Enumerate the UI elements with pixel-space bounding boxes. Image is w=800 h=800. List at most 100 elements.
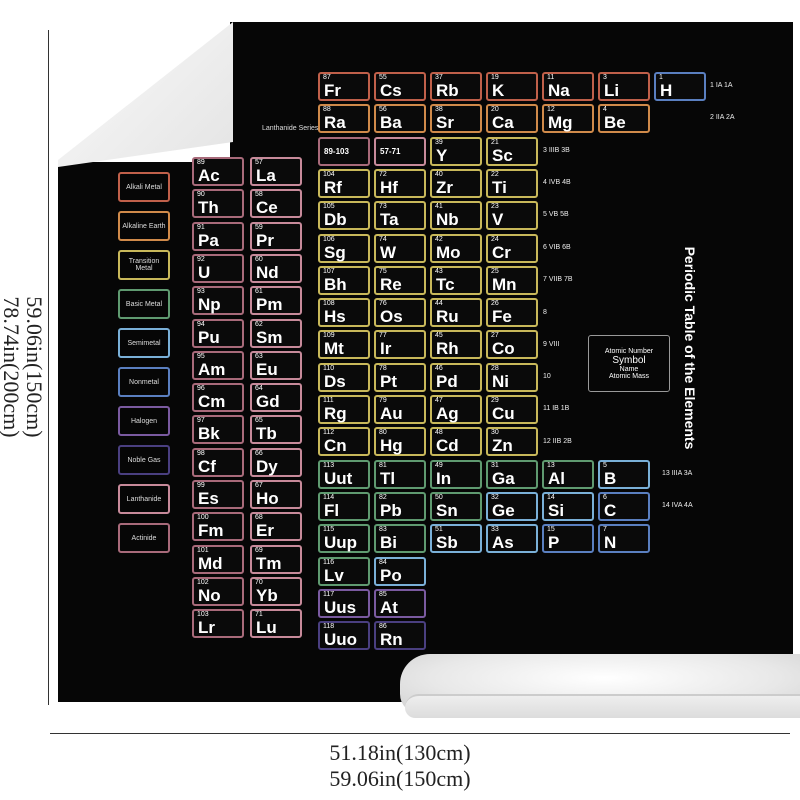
width-dimension-2: 59.06in(150cm)	[329, 766, 471, 791]
element-symbol: Lr	[198, 618, 215, 638]
element-symbol: Pu	[198, 327, 220, 347]
element-symbol: Cd	[436, 436, 459, 456]
atomic-number: 46	[435, 364, 443, 372]
element-symbol: Fe	[492, 307, 512, 327]
atomic-number: 105	[323, 203, 335, 211]
element-symbol: Fm	[198, 521, 224, 541]
atomic-number: 68	[255, 514, 263, 522]
element-symbol: Po	[380, 565, 402, 585]
atomic-number: 30	[491, 429, 499, 437]
legend-item: Lanthanide	[118, 484, 170, 514]
atomic-number: 76	[379, 300, 387, 308]
atomic-number: 7	[603, 526, 607, 534]
element-symbol: Zr	[436, 177, 453, 197]
element-symbol: Sg	[324, 242, 346, 262]
atomic-number: 83	[379, 526, 387, 534]
legend-item: Actinide	[118, 523, 170, 553]
element-symbol: Rg	[324, 404, 347, 423]
atomic-number: 110	[323, 364, 335, 372]
atomic-number: 67	[255, 482, 263, 489]
page-title: Periodic Table of the Elements	[682, 246, 698, 450]
atomic-number: 22	[491, 170, 499, 178]
atomic-number: 19	[491, 74, 499, 81]
element-symbol: Ba	[380, 113, 402, 133]
element-symbol: Ti	[492, 177, 507, 197]
element-symbol: Ni	[492, 371, 509, 391]
element-symbol: Md	[198, 553, 223, 573]
atomic-number: 37	[435, 74, 443, 81]
atomic-number: 48	[435, 429, 443, 437]
element-symbol: Si	[548, 500, 565, 520]
atomic-number: 45	[435, 332, 443, 340]
lanthanide-series-label: Lanthanide Series	[262, 125, 319, 132]
element-symbol: Er	[256, 521, 274, 541]
group-label: 10	[543, 373, 551, 380]
atomic-number: 41	[435, 203, 443, 211]
element-symbol: As	[492, 533, 514, 553]
element-symbol: Cm	[198, 392, 226, 412]
element-symbol: Cu	[492, 404, 515, 423]
atomic-number: 104	[323, 170, 335, 178]
atomic-number: 89	[197, 159, 205, 166]
element-symbol: Pm	[256, 295, 283, 315]
atomic-number: 86	[379, 623, 387, 631]
element-symbol: Sn	[436, 500, 458, 520]
element-symbol: Nd	[256, 262, 279, 282]
element-symbol: Sm	[256, 327, 283, 347]
atomic-number: 88	[323, 106, 331, 114]
legend-item: Alkaline Earth	[118, 211, 170, 241]
element-symbol: Th	[198, 198, 219, 218]
atomic-number: 74	[379, 235, 387, 243]
atomic-number: 82	[379, 493, 387, 501]
atomic-number: 47	[435, 397, 443, 404]
element-cell: 57-71	[374, 136, 426, 166]
atomic-number: 29	[491, 397, 499, 404]
atomic-number: 24	[491, 235, 499, 243]
element-cell: 89-103	[318, 136, 370, 166]
element-symbol: Ga	[492, 468, 515, 488]
atomic-number: 91	[197, 223, 205, 231]
atomic-number: 32	[491, 493, 499, 501]
group-label: 2 IIA 2A	[710, 114, 735, 121]
element-symbol: Lu	[256, 618, 277, 638]
element-symbol: Lv	[324, 565, 344, 585]
atomic-number: 78	[379, 364, 387, 372]
atomic-number: 81	[379, 461, 387, 469]
atomic-number: 79	[379, 397, 387, 404]
atomic-number: 75	[379, 267, 387, 275]
atomic-number: 92	[197, 255, 205, 263]
atomic-number: 5	[603, 461, 607, 469]
element-symbol: P	[548, 533, 560, 553]
folded-fleece-corner	[58, 22, 233, 167]
group-label: 1 IA 1A	[710, 82, 733, 89]
element-symbol: Tl	[380, 468, 396, 488]
element-symbol: Rh	[436, 339, 459, 359]
element-symbol: Am	[198, 359, 226, 379]
